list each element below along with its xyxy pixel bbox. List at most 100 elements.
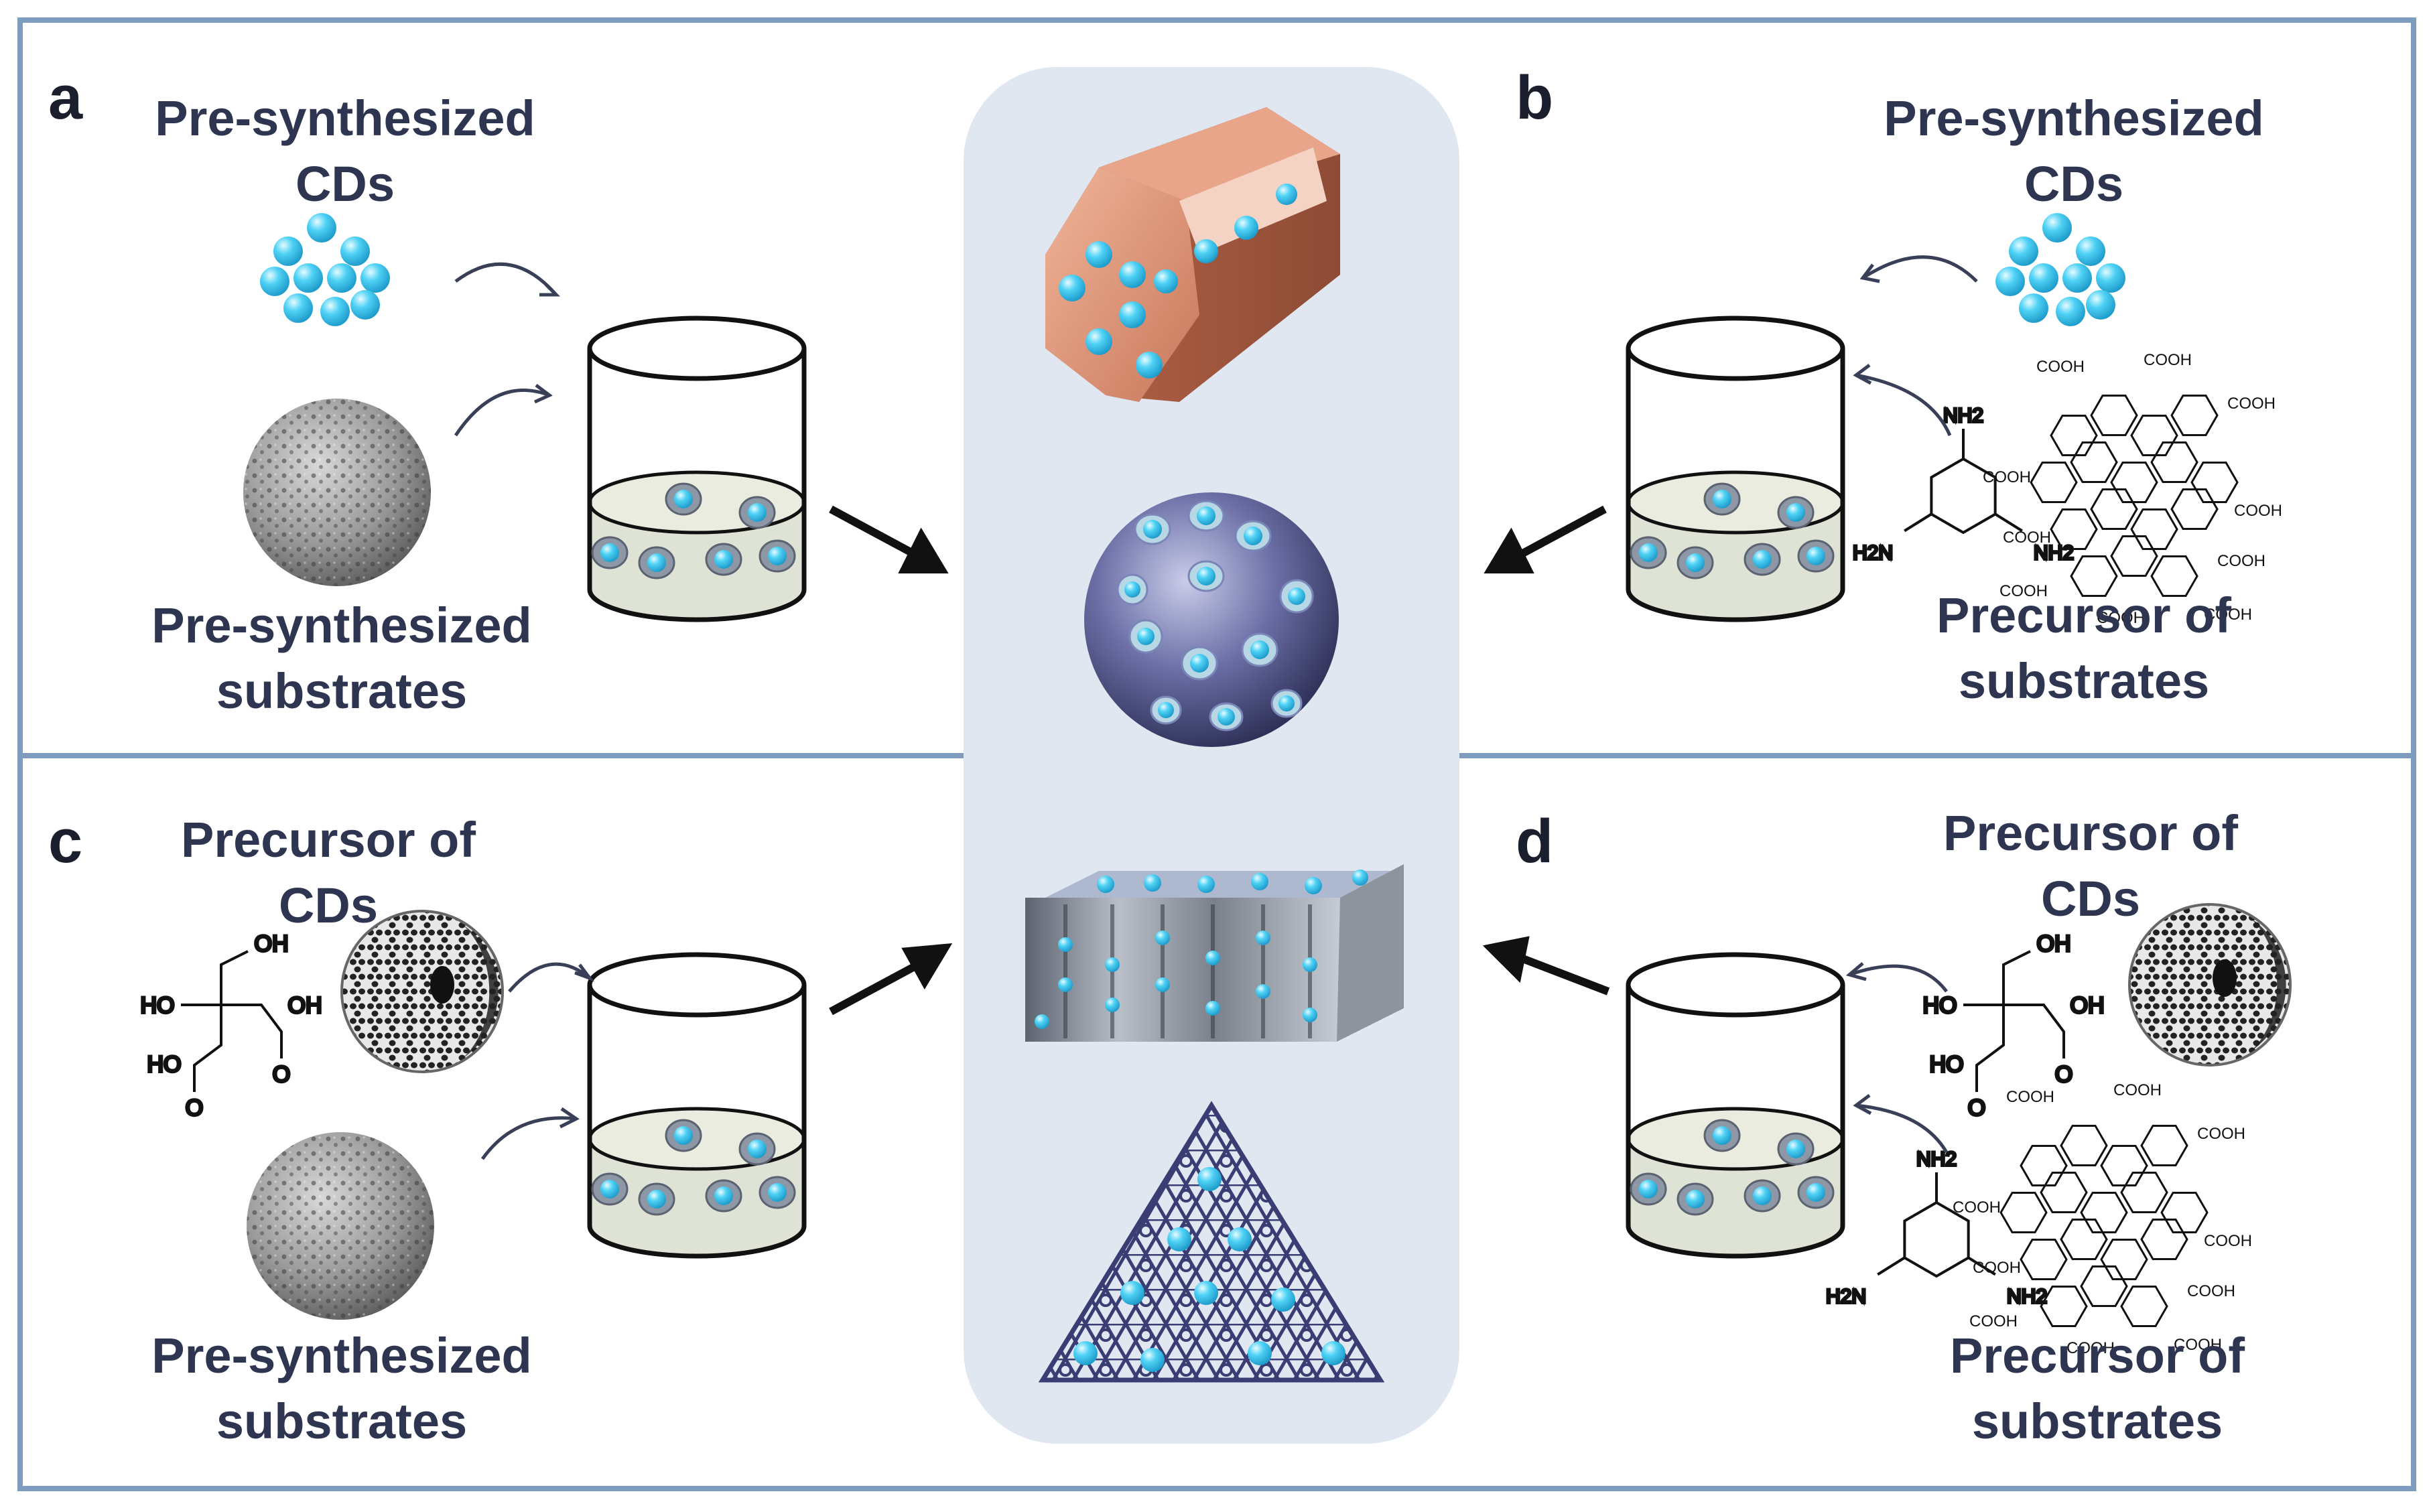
reaction-arrows: [829, 505, 1610, 1016]
beaker-c: [587, 952, 807, 1259]
panel-letter-c: c: [48, 807, 83, 876]
cd-dot: [293, 263, 323, 293]
cd-dot: [2076, 236, 2105, 266]
aromatic-ring: [2020, 1145, 2068, 1186]
label-d-substrates-line2: substrates: [1971, 1393, 2223, 1449]
aromatic-cooh-5: COOH: [1969, 1312, 2018, 1330]
label-a-cds-line1: Pre-synthesized: [155, 90, 535, 146]
center-panel: [964, 67, 1459, 1444]
melamine-nh2-top: NH2: [1916, 1148, 1957, 1170]
citric-oh-right: OH: [288, 993, 322, 1018]
aromatic-cooh-3: COOH: [1983, 468, 2031, 486]
porous-substrate-a: [243, 399, 431, 586]
beaker-wall: [587, 348, 807, 622]
aromatic-ring: [2060, 1219, 2108, 1260]
cd-dot: [2042, 213, 2072, 243]
cd-dot: [307, 213, 336, 243]
aromatic-ring: [2170, 488, 2219, 530]
beaker-b: [1626, 316, 1845, 622]
beaker-rim: [1626, 952, 1845, 1018]
cd-dot: [360, 263, 390, 293]
cd-dot: [260, 267, 289, 296]
label-d-substrates-line1: Precursor of: [1949, 1328, 2245, 1383]
cd-dot: [327, 263, 356, 293]
aromatic-ring: [2160, 1192, 2209, 1233]
aromatic-ring: [2170, 395, 2219, 436]
citric-ho-bottom: HO: [1930, 1052, 1964, 1077]
aromatic-cooh-8: COOH: [2003, 529, 2051, 547]
panel-letter-b: b: [1516, 64, 1554, 132]
beaker-particle-core: [600, 543, 619, 562]
citric-oh-top: OH: [2037, 931, 2071, 957]
melamine-nh2-right: NH2: [2034, 542, 2074, 564]
aromatic-cooh-9: COOH: [2187, 1282, 2235, 1300]
aromatic-ring: [2090, 395, 2138, 436]
melamine-h2n: H2N: [1826, 1286, 1866, 1308]
beaker-particle-core: [1713, 1126, 1731, 1145]
aromatic-cooh-6: COOH: [2097, 609, 2145, 627]
aromatic-ring: [2040, 1172, 2088, 1213]
aromatic-ring: [2060, 1125, 2108, 1166]
aromatic-cooh-5: COOH: [1999, 582, 2048, 600]
aromatic-cooh-7: COOH: [2174, 1336, 2222, 1354]
aromatic-ring: [2080, 1192, 2128, 1233]
label-d-cds: Precursor of CDs: [1896, 801, 2285, 932]
melamine-arms: [1877, 1172, 1996, 1276]
beaker-particle-core: [1806, 1183, 1825, 1202]
melamine-nh2-top: NH2: [1943, 405, 1983, 427]
beaker-liquid: [590, 502, 804, 620]
beaker-rim: [1626, 316, 1845, 381]
aromatic-ring: [2110, 535, 2158, 577]
cd-decorated-sphere: [1084, 492, 1339, 747]
aromatic-ring: [2110, 462, 2158, 503]
aromatic-cooh-3: COOH: [1953, 1198, 2001, 1217]
melamine-arms: [1904, 429, 2023, 533]
aromatic-cooh-1: COOH: [2144, 351, 2192, 369]
cd-cluster-a: [260, 213, 390, 326]
cd-clusters: [260, 213, 2125, 326]
melamine-ring: [1903, 1200, 1970, 1278]
aromatic-cooh-2: COOH: [2227, 395, 2276, 413]
melamine-ring: [1930, 457, 1997, 535]
beakers: [587, 316, 1845, 1259]
beaker-particle-core: [1686, 1190, 1705, 1209]
beaker-particle-core: [1639, 1180, 1658, 1198]
aromatic-ring: [2120, 1172, 2168, 1213]
aromatic-ring: [2130, 508, 2178, 550]
beaker-particle-core: [748, 503, 767, 522]
label-b-substrates-line1: Precursor of: [1936, 588, 2232, 643]
label-b-cds: Pre-synthesized CDs: [1856, 86, 2292, 217]
label-c-cds-line2: CDs: [278, 878, 379, 933]
beaker-liquid: [1628, 502, 1843, 620]
cd-channel-slab: [1025, 864, 1404, 1042]
citric-ho: HO: [1923, 993, 1957, 1018]
citric-o-bottom: O: [186, 1095, 203, 1121]
aromatic-cooh-4: COOH: [2234, 502, 2282, 520]
aromatic-cooh-2: COOH: [2197, 1125, 2245, 1143]
label-a-substrates: Pre-synthesized substrates: [121, 593, 563, 724]
copper-mesoporous-tube: [1045, 107, 1340, 402]
beaker-d: [1626, 952, 1845, 1259]
cd-dot: [2086, 290, 2115, 320]
label-c-cds-line1: Precursor of: [180, 812, 476, 868]
panel-letter-d: d: [1516, 807, 1554, 876]
beaker-particle-core: [647, 553, 666, 572]
aromatic-ring: [2090, 488, 2138, 530]
beaker-particle-core: [714, 1186, 733, 1205]
citric-acid-bonds: [1963, 950, 2065, 1092]
aromatic-ring: [2070, 555, 2118, 597]
honeycomb-precursor-d: [2128, 903, 2292, 1067]
beaker-particle-core: [1639, 543, 1658, 562]
beaker-particle-core: [1686, 553, 1705, 572]
honeycomb-precursor-c: [340, 910, 504, 1073]
citric-o-right: O: [2055, 1062, 2073, 1087]
beaker-particle-core: [1753, 550, 1772, 569]
label-a-cds: Pre-synthesized CDs: [127, 86, 563, 217]
